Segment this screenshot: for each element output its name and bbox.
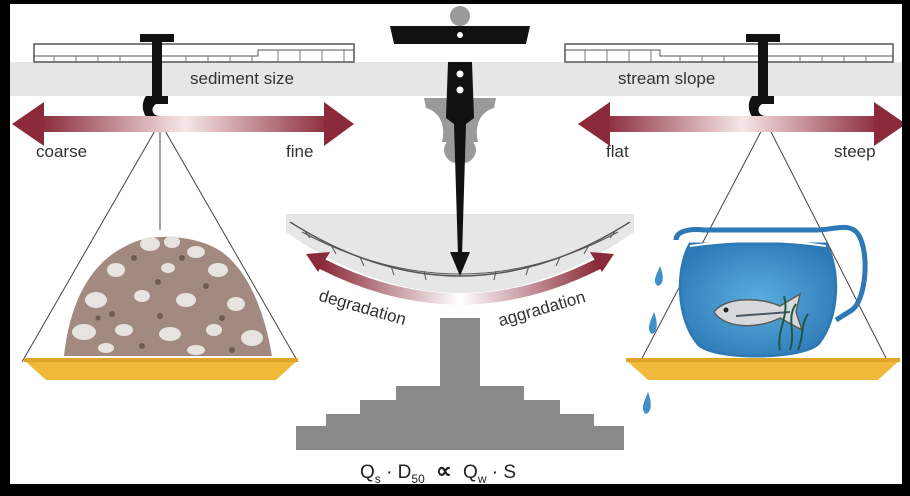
- scale-base: [296, 318, 624, 450]
- left-pan: [24, 358, 298, 380]
- formula-proportional: ∝: [436, 458, 452, 483]
- formula-dot-2: ·: [491, 462, 499, 483]
- coarse-fine-arrow: [12, 102, 354, 146]
- frame-left: [0, 0, 10, 496]
- right-ruler: [564, 43, 894, 63]
- formula-qw-sub: w: [477, 471, 487, 486]
- center-pivot: [390, 6, 530, 164]
- arc-left-arrowhead: [306, 252, 330, 272]
- sediment-size-label: sediment size: [190, 69, 294, 88]
- formula-s: S: [503, 462, 517, 483]
- water-pitcher: [642, 224, 868, 414]
- right-hanger: [639, 34, 889, 363]
- flat-label: flat: [606, 142, 629, 161]
- coarse-label: coarse: [36, 142, 88, 161]
- frame-right: [902, 0, 910, 496]
- arc-right-arrowhead: [590, 252, 614, 272]
- frame-bottom: [0, 484, 910, 496]
- formula-qs: Q: [360, 462, 375, 483]
- formula-d50: D: [397, 462, 412, 483]
- sediment-pile: [64, 236, 272, 356]
- left-hanger: [21, 34, 299, 363]
- needle-pointer: [446, 62, 474, 276]
- right-pan: [626, 358, 900, 380]
- fine-label: fine: [286, 142, 314, 161]
- frame-top: [0, 0, 910, 4]
- steep-label: steep: [834, 142, 876, 161]
- formula-qs-sub: s: [374, 471, 381, 486]
- left-ruler: [33, 43, 355, 63]
- flat-steep-arrow: [578, 102, 906, 146]
- stream-slope-label: stream slope: [618, 69, 716, 88]
- formula-qw: Q: [463, 462, 478, 483]
- formula-d50-sub: 50: [411, 471, 425, 486]
- fish: [713, 292, 804, 332]
- formula-dot-1: ·: [386, 462, 393, 483]
- lane-balance-formula: Qs · D50 ∝ Qw · S: [360, 458, 516, 486]
